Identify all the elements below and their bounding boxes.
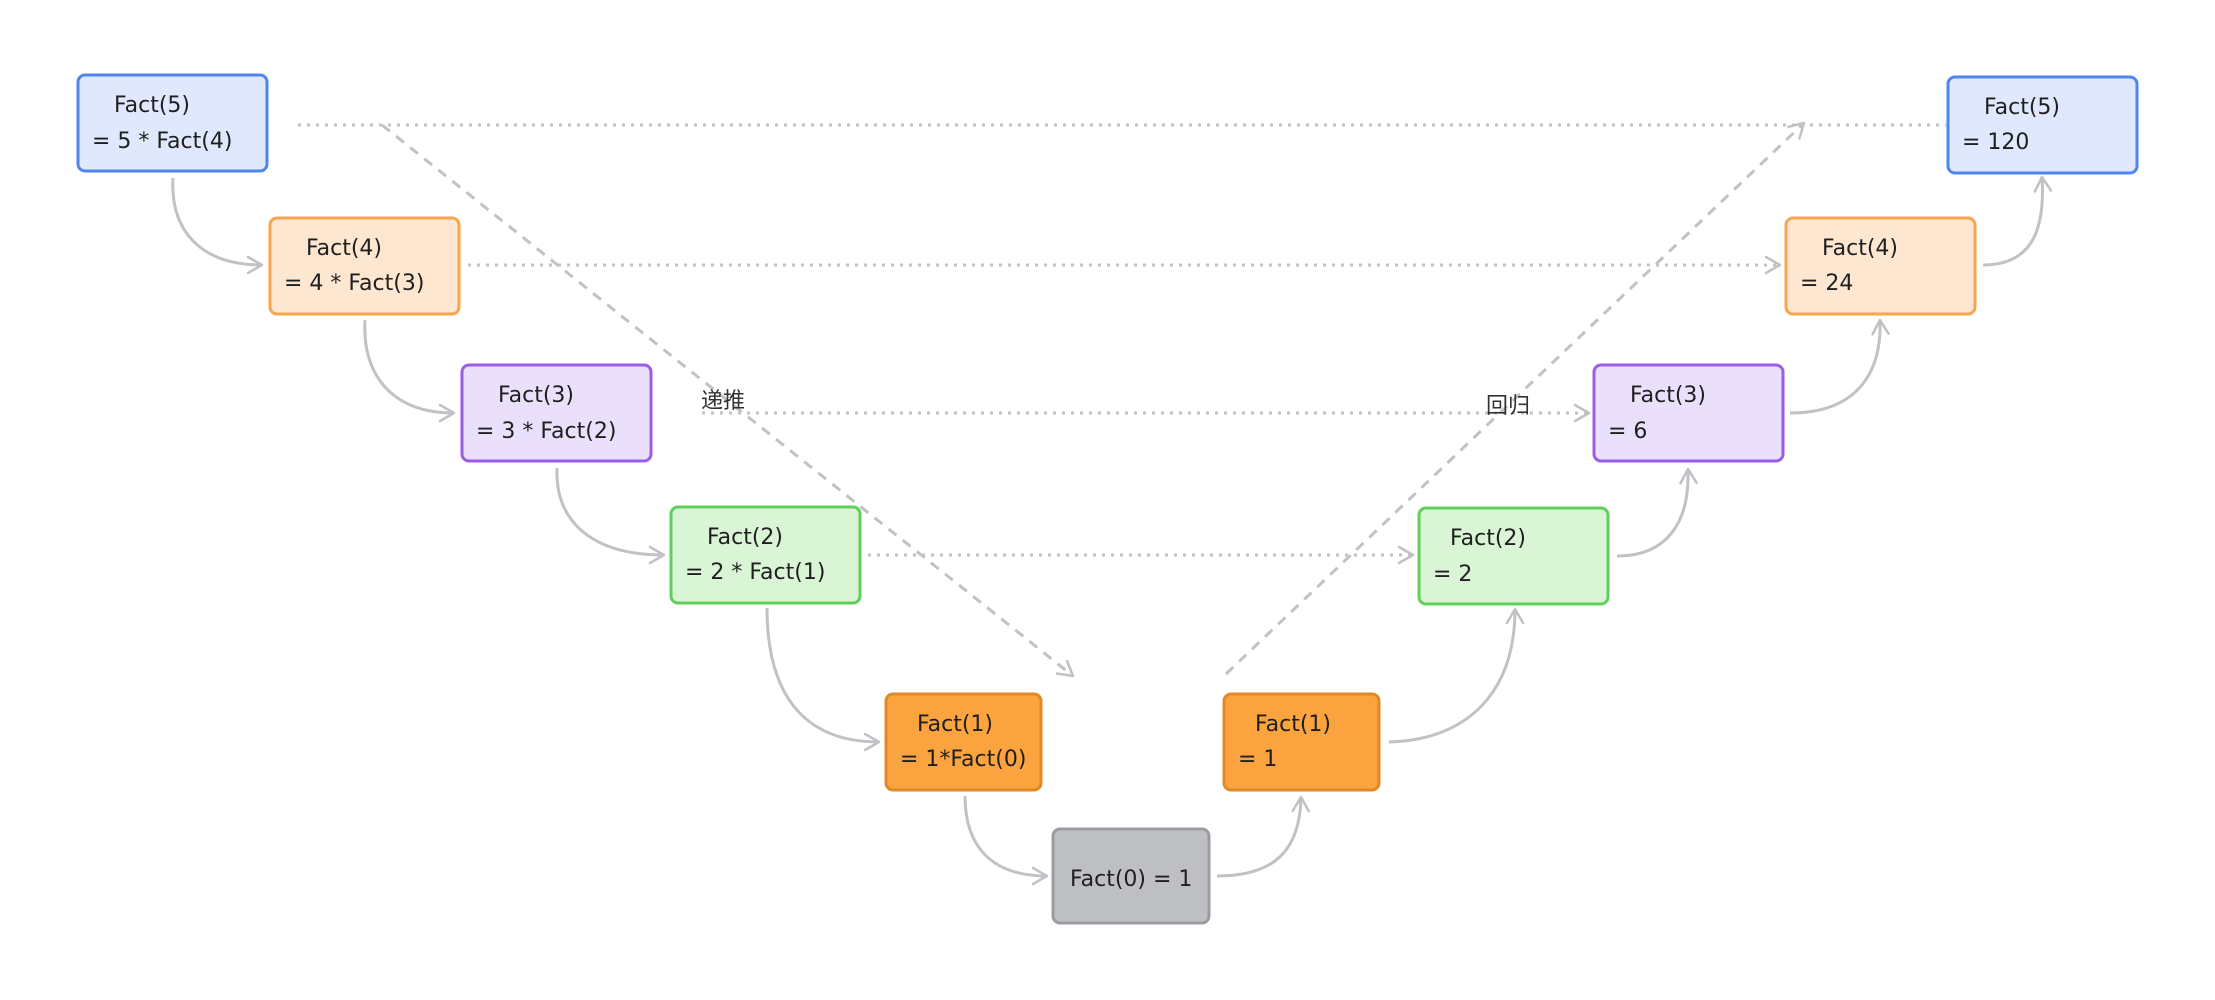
node-title: Fact(5) <box>114 93 190 118</box>
node-title: Fact(5) <box>1984 95 2060 120</box>
connector-down1-to-base <box>963 795 1049 886</box>
recursion-label: 递推 <box>701 389 745 414</box>
node-fact2-expand: Fact(2) = 2 * Fact(1) <box>669 505 862 605</box>
node-expression: = 5 * Fact(4) <box>92 129 232 154</box>
node-fact4-result: Fact(4) = 24 <box>1784 216 1977 316</box>
node-title: Fact(3) <box>498 383 574 408</box>
connector-down5-to-down4 <box>171 177 264 275</box>
connector-down2-to-down1 <box>765 607 881 752</box>
connector-down3-to-down2 <box>555 467 666 565</box>
node-fact1-result: Fact(1) = 1 <box>1222 692 1381 792</box>
connector-up2-to-up3 <box>1616 467 1698 558</box>
recursion-diagonal-arrow <box>381 123 1075 678</box>
connector-down4-to-down3 <box>363 319 456 423</box>
node-fact2-result: Fact(2) = 2 <box>1417 506 1610 606</box>
node-fact3-result: Fact(3) = 6 <box>1592 363 1785 463</box>
node-expression: = 3 * Fact(2) <box>476 419 616 444</box>
node-title: Fact(4) <box>306 236 382 261</box>
node-result: = 2 <box>1433 562 1472 587</box>
connector-up4-to-up5 <box>1982 175 2053 267</box>
node-expression: = 2 * Fact(1) <box>685 560 825 585</box>
node-fact5-expand: Fact(5) = 5 * Fact(4) <box>76 73 269 173</box>
node-fact4-expand: Fact(4) = 4 * Fact(3) <box>268 216 461 316</box>
node-fact3-expand: Fact(3) = 3 * Fact(2) <box>460 363 653 463</box>
node-title: Fact(4) <box>1822 236 1898 261</box>
connector-base-to-up1 <box>1216 795 1310 878</box>
return-label: 回归 <box>1486 394 1530 419</box>
node-title: Fact(1) <box>1255 712 1331 737</box>
node-title: Fact(3) <box>1630 383 1706 408</box>
node-fact0-base: Fact(0) = 1 <box>1051 827 1211 925</box>
node-title: Fact(2) <box>1450 526 1526 551</box>
node-expression: = 4 * Fact(3) <box>284 271 424 296</box>
node-title: Fact(1) <box>917 712 993 737</box>
connector-up3-to-up4 <box>1789 318 1890 415</box>
return-diagonal-arrow <box>1224 121 1806 676</box>
node-title: Fact(2) <box>707 525 783 550</box>
node-result: = 24 <box>1800 271 1853 296</box>
node-title: Fact(0) = 1 <box>1070 867 1192 892</box>
node-result: = 6 <box>1608 419 1647 444</box>
node-expression: = 1*Fact(0) <box>900 747 1026 772</box>
node-result: = 1 <box>1238 747 1277 772</box>
connector-up1-to-up2 <box>1388 607 1525 744</box>
node-fact1-expand: Fact(1) = 1*Fact(0) <box>884 692 1043 792</box>
node-result: = 120 <box>1962 130 2029 155</box>
node-fact5-result: Fact(5) = 120 <box>1946 75 2139 175</box>
